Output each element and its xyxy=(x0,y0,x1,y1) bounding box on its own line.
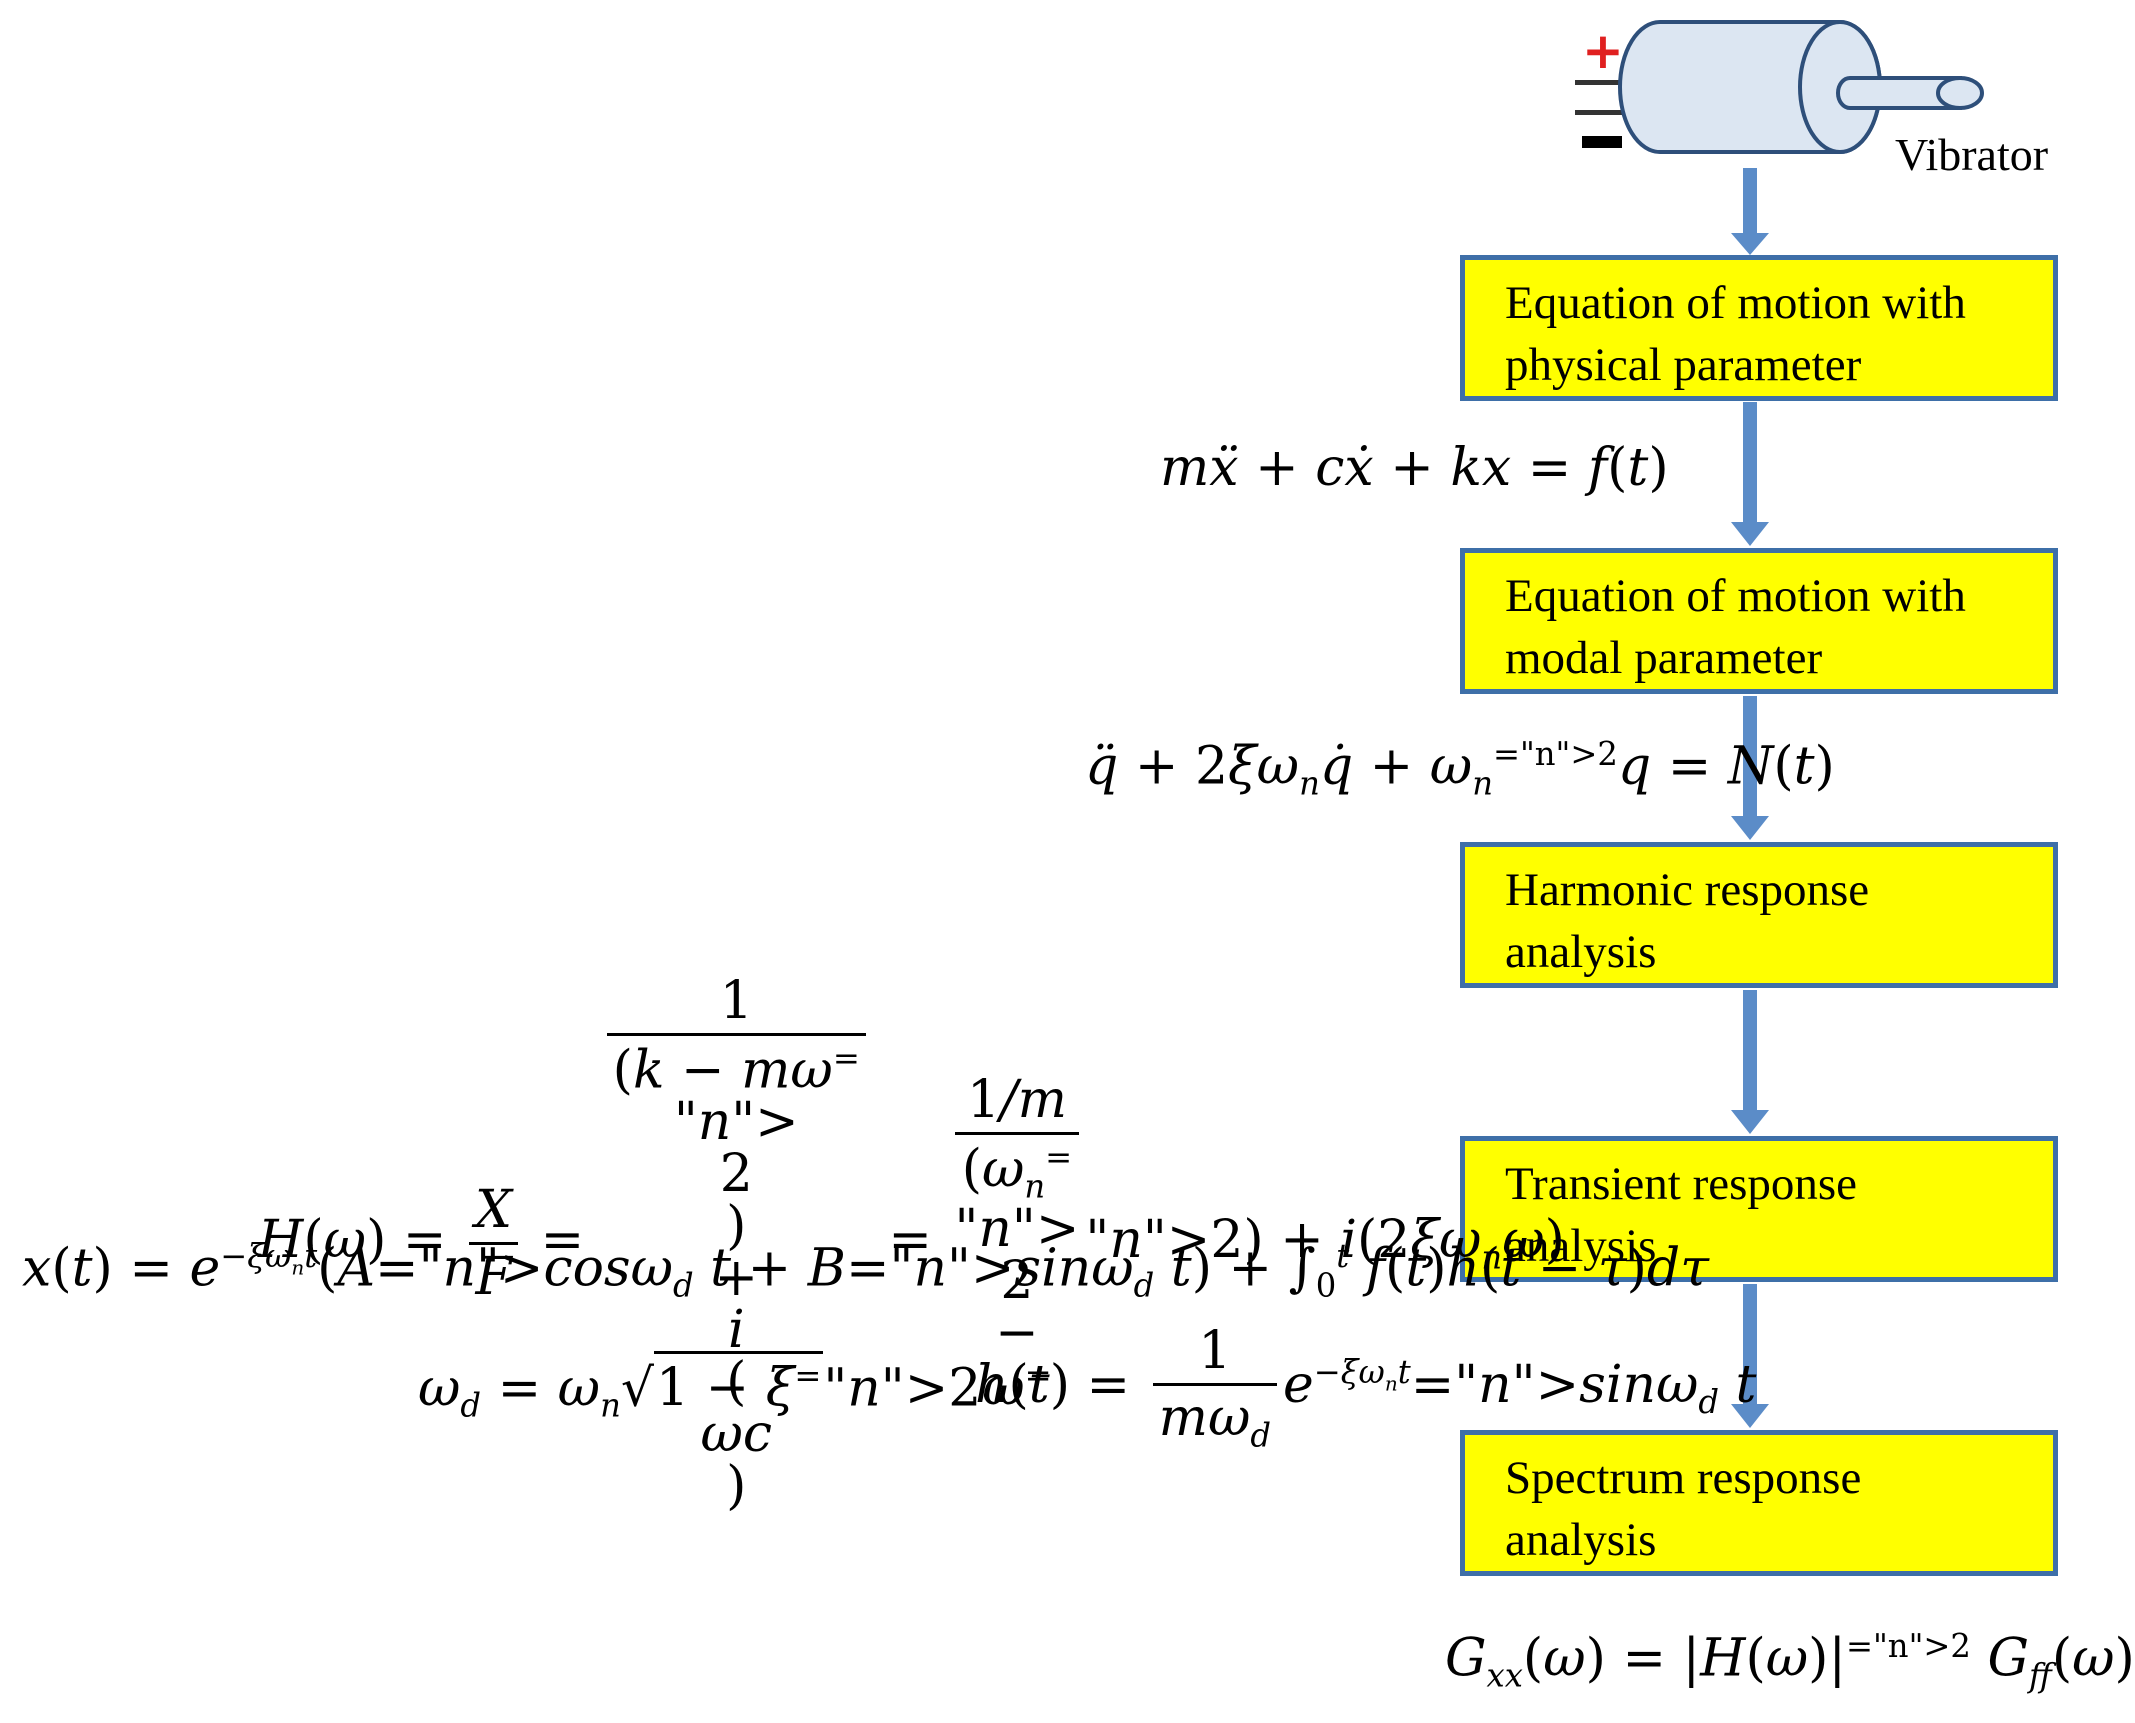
arrow-modal-to-harmonic xyxy=(1731,696,1769,840)
equation-spectral-density: Gxx(ω) = |H(ω)|="n">2 Gff(ω) xyxy=(1445,1627,2135,1695)
arrow-physical-to-modal xyxy=(1731,402,1769,546)
minus-icon xyxy=(1582,136,1622,148)
box-line: Harmonic response xyxy=(1505,864,1870,916)
box-line: modal parameter xyxy=(1505,632,1823,684)
flow-arrows xyxy=(1731,168,1769,1428)
box-physical-parameter: Equation of motion with physical paramet… xyxy=(1460,255,2058,401)
box-line: Transient response xyxy=(1505,1158,1858,1210)
vibrator-label: Vibrator xyxy=(1895,129,2049,180)
box-line: analysis xyxy=(1505,1514,1657,1566)
box-line: analysis xyxy=(1505,926,1657,978)
vibrator-icon: + xyxy=(1575,20,1984,154)
box-harmonic-response: Harmonic response analysis xyxy=(1460,842,2058,988)
box-modal-parameter: Equation of motion with modal parameter xyxy=(1460,548,2058,694)
box-line: Equation of motion with xyxy=(1505,277,1966,329)
box-spectrum-response: Spectrum response analysis xyxy=(1460,1430,2058,1576)
terminal-wire-bottom xyxy=(1575,110,1633,115)
equation-transient-response: x(t) = e−ξωnt(A="n">cosωd t + B="n">sinω… xyxy=(22,1237,1709,1305)
terminal-wire-top xyxy=(1575,80,1633,85)
arrow-transient-to-spectrum xyxy=(1731,1284,1769,1428)
arrow-vibrator-to-physical xyxy=(1731,168,1769,255)
box-line: analysis xyxy=(1505,1220,1657,1272)
box-line: Spectrum response xyxy=(1505,1452,1862,1504)
vibrator-shaft-end xyxy=(1936,76,1984,110)
box-line: physical parameter xyxy=(1505,339,1862,391)
vibrator-shaft xyxy=(1836,76,1962,110)
arrow-harmonic-to-transient xyxy=(1731,990,1769,1134)
equation-physical-motion: mẍ + cẋ + kx = f(t) xyxy=(1160,438,1669,498)
plus-icon: + xyxy=(1582,22,1624,80)
box-line: Equation of motion with xyxy=(1505,570,1966,622)
equation-modal-motion: q̈ + 2ξωnq̇ + ωn="n">2q = N(t) xyxy=(1085,735,1835,803)
equation-damped-frequency: ωd = ωn√1 − ξ="n">2 xyxy=(418,1351,981,1422)
box-transient-response: Transient response analysis xyxy=(1460,1136,2058,1282)
